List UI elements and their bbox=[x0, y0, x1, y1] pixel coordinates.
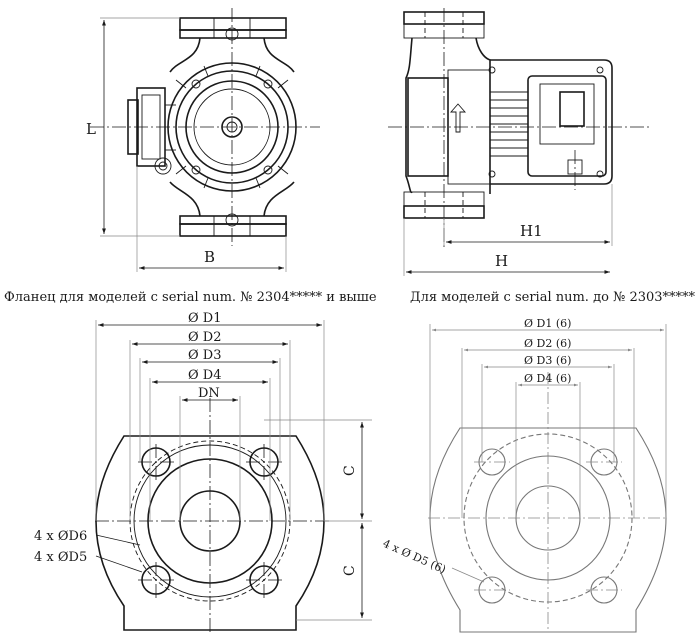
flange-new-c-top-label: C bbox=[342, 465, 358, 476]
dim-h-label: H bbox=[495, 252, 508, 270]
pump-side-view bbox=[388, 8, 650, 276]
flange-new-d6-label: 4 x ØD6 bbox=[34, 529, 87, 544]
flange-new-d2-label: Ø D2 bbox=[188, 330, 221, 345]
dim-b-label: B bbox=[204, 248, 215, 266]
flange-new-d3-label: Ø D3 bbox=[188, 348, 221, 363]
flange-new-dn-label: DN bbox=[198, 386, 220, 401]
flange-new-d1-label: Ø D1 bbox=[188, 311, 221, 326]
flange-old-d4-label: Ø D4 (6) bbox=[524, 372, 571, 385]
dim-h1-label: H1 bbox=[520, 222, 543, 240]
flange-new-d4-label: Ø D4 bbox=[188, 368, 221, 383]
flange-old-d5-label: 4 x Ø D5 (6) bbox=[381, 537, 448, 576]
caption-new-flange: Фланец для моделей с serial num. № 2304*… bbox=[4, 290, 377, 305]
caption-old-flange: Для моделей с serial num. до № 2303***** bbox=[410, 290, 696, 305]
dim-l-label: L bbox=[86, 120, 96, 138]
flange-old-d3-label: Ø D3 (6) bbox=[524, 354, 571, 367]
flange-new-d5-label: 4 x ØD5 bbox=[34, 550, 87, 565]
flange-old-drawing bbox=[428, 324, 668, 633]
flange-new-drawing bbox=[95, 320, 372, 632]
flange-new-c-bottom-label: C bbox=[342, 565, 358, 576]
flange-old-d1-label: Ø D1 (6) bbox=[524, 317, 571, 330]
flange-old-d2-label: Ø D2 (6) bbox=[524, 337, 571, 350]
pump-front-view bbox=[90, 8, 320, 272]
